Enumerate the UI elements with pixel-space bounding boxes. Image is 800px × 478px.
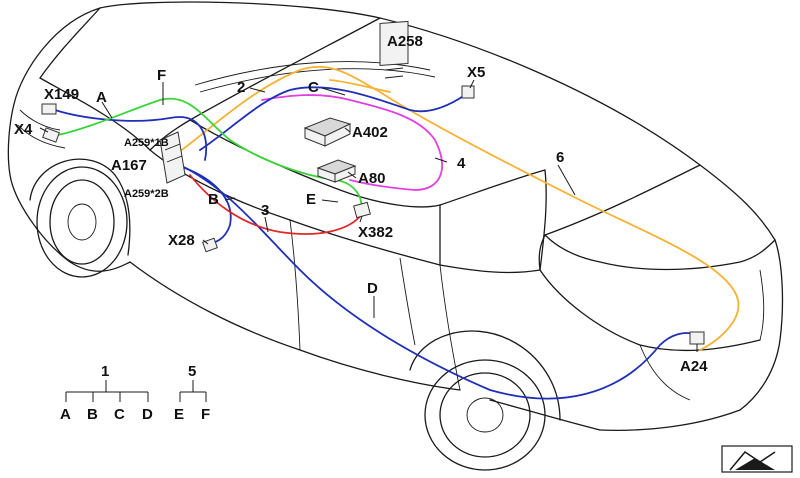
label-a259-2b: A259*2B bbox=[124, 188, 169, 200]
wire-orange-a258 bbox=[329, 79, 391, 93]
legend-5-label: 5 bbox=[188, 363, 196, 380]
legend-group-5: 5 E F bbox=[174, 363, 210, 423]
components bbox=[41, 20, 705, 345]
label-e: E bbox=[306, 191, 316, 208]
legend-5-item: F bbox=[201, 406, 210, 423]
legend-1-item: D bbox=[142, 406, 153, 423]
wire-blue-a bbox=[54, 109, 208, 161]
x149-connector bbox=[41, 103, 57, 115]
x28-connector bbox=[202, 237, 218, 253]
label-6: 6 bbox=[556, 149, 564, 166]
label-f: F bbox=[157, 67, 166, 84]
x4-connector bbox=[42, 127, 60, 143]
label-x5: X5 bbox=[467, 64, 485, 81]
wire-red-3 bbox=[189, 174, 363, 235]
label-b: B bbox=[208, 191, 219, 208]
label-a80: A80 bbox=[358, 170, 386, 187]
label-a258: A258 bbox=[387, 33, 423, 50]
legend-1-item: A bbox=[60, 406, 71, 423]
x5-connector bbox=[461, 85, 475, 99]
legend-1-item: C bbox=[114, 406, 125, 423]
label-4: 4 bbox=[457, 155, 466, 172]
label-a259-1b: A259*1B bbox=[124, 137, 169, 149]
label-a24: A24 bbox=[680, 358, 708, 375]
a24-connector bbox=[689, 331, 705, 345]
legend-5-item: E bbox=[174, 406, 184, 423]
wire-harnesses bbox=[54, 65, 740, 400]
wire-blue-c bbox=[199, 86, 466, 151]
car-outline bbox=[7, 1, 784, 471]
a258-module bbox=[379, 20, 409, 66]
wire-orange-6 bbox=[174, 65, 740, 351]
legend-1-item: B bbox=[87, 406, 98, 423]
leader-lines bbox=[39, 79, 698, 352]
arrow-icon bbox=[721, 445, 793, 473]
label-3: 3 bbox=[261, 202, 269, 219]
label-x4: X4 bbox=[14, 121, 33, 138]
legend-group-1: 1 A B C D bbox=[60, 363, 153, 423]
label-a167: A167 bbox=[111, 157, 147, 174]
label-x149: X149 bbox=[44, 86, 79, 103]
label-2: 2 bbox=[237, 79, 245, 96]
label-a402: A402 bbox=[352, 124, 388, 141]
label-a: A bbox=[96, 89, 107, 106]
part-labels: X149 A F X4 2 C A258 X5 A259*1B A402 A16… bbox=[14, 33, 708, 375]
wire-magenta-4 bbox=[261, 94, 443, 191]
x382-connector bbox=[353, 201, 371, 219]
label-x28: X28 bbox=[168, 232, 195, 249]
wire-green-f bbox=[57, 97, 363, 211]
label-x382: X382 bbox=[358, 224, 393, 241]
label-d: D bbox=[367, 280, 378, 297]
label-c: C bbox=[308, 79, 319, 96]
legend-1-label: 1 bbox=[101, 363, 109, 380]
wire-blue-d bbox=[179, 164, 696, 400]
